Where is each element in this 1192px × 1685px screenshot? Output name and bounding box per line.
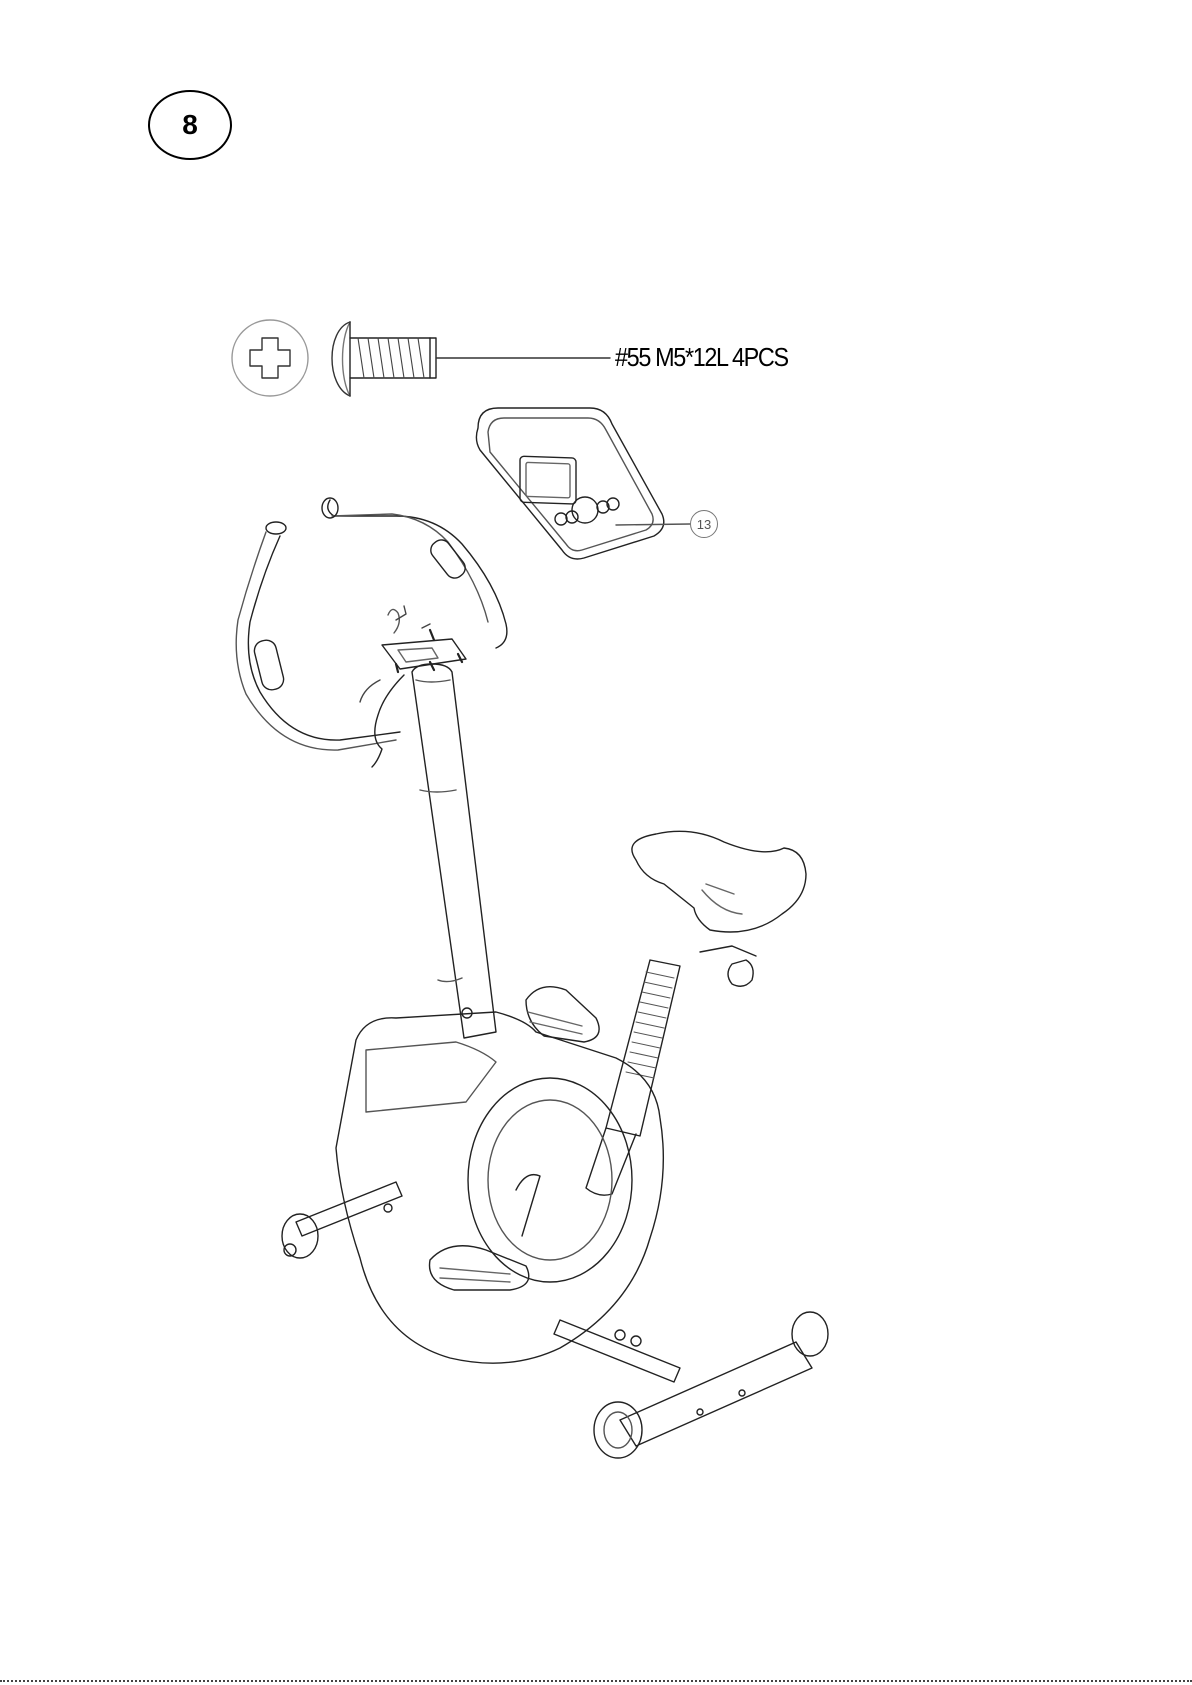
part-callout: 13 [690, 510, 718, 538]
hardware-label: #55 M5*12L 4PCS [615, 342, 788, 373]
part-callout-number: 13 [697, 517, 711, 532]
console-computer-icon [476, 408, 690, 559]
footer-divider [0, 1680, 1192, 1682]
phillips-screw-head-icon [232, 320, 308, 396]
upright-exercise-bike-illustration [236, 498, 828, 1458]
screw-side-view-icon [332, 322, 610, 396]
